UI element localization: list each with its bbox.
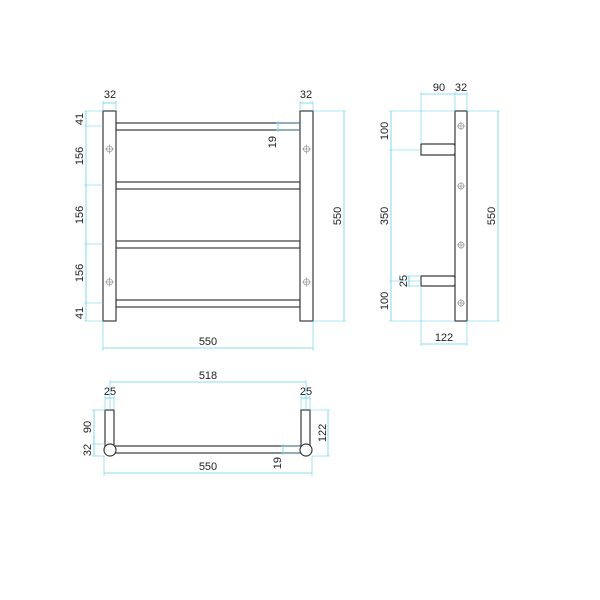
dim-label: 41 (74, 113, 86, 125)
right-post-plan (300, 409, 311, 447)
rail-2 (115, 181, 301, 190)
dim-label: 32 (82, 444, 94, 456)
left-post-plan (104, 409, 115, 447)
dim-label: 122 (317, 424, 329, 442)
dim-label: 550 (486, 207, 498, 225)
side-post (454, 110, 468, 322)
left-post (102, 110, 117, 322)
mounting-hole-icon (457, 299, 465, 307)
mounting-hole-icon (105, 277, 114, 287)
dim-label: 19 (272, 457, 284, 469)
dim-overall-depth: 122 (420, 286, 468, 346)
dim-label: 100 (379, 122, 391, 140)
dim-label: 25 (104, 386, 116, 398)
top-view: 518 25 25 90 32 122 (82, 370, 330, 476)
dim-rail-diameter: 19 (272, 444, 300, 469)
dim-rail-diameter: 19 (267, 121, 300, 148)
dim-left-post: 25 (104, 386, 116, 410)
dim-label: 100 (379, 292, 391, 310)
side-view: 90 32 100 350 100 25 550 (379, 82, 500, 346)
upper-bracket (420, 143, 457, 156)
right-post (299, 110, 314, 322)
dim-label: 350 (379, 207, 391, 225)
rails (115, 122, 301, 308)
dim-overall-height: 550 (467, 110, 500, 322)
rail-4 (115, 299, 301, 308)
dim-label: 156 (74, 147, 86, 165)
dim-projection-and-post: 90 32 (420, 82, 468, 144)
dim-right-post-width: 32 (299, 89, 314, 111)
dim-vertical-spacing: 41 156 156 156 41 (74, 110, 103, 322)
rail-3 (115, 240, 301, 249)
mounting-hole-icon (457, 241, 465, 249)
dim-label: 41 (74, 307, 86, 319)
dim-label: 90 (82, 421, 94, 433)
dim-overall-width: 550 (103, 456, 313, 476)
dim-label: 19 (267, 136, 279, 148)
left-post-end (103, 443, 117, 457)
right-post-end (299, 443, 313, 457)
mounting-hole-icon (302, 277, 311, 287)
dim-label: 518 (199, 370, 217, 382)
front-view: 32 32 19 41 156 156 156 (74, 89, 346, 351)
dim-label: 156 (74, 206, 86, 224)
dim-left-post-width: 32 (102, 89, 117, 111)
dim-right-post: 25 (300, 386, 312, 410)
dim-label: 550 (199, 461, 217, 473)
dim-label: 32 (300, 89, 312, 101)
dim-inner-width: 518 (109, 370, 307, 410)
dim-label: 32 (455, 82, 467, 94)
lower-bracket (420, 275, 457, 287)
mounting-hole-icons (457, 122, 465, 307)
dim-overall-width: 550 (102, 321, 314, 351)
mounting-hole-icon (105, 144, 114, 154)
dim-label: 550 (199, 336, 217, 348)
dim-overall-height: 550 (313, 110, 346, 322)
dim-label: 25 (300, 386, 312, 398)
mounting-hole-icon (457, 182, 465, 190)
top-rail (109, 445, 307, 454)
mounting-hole-icons (105, 144, 311, 287)
dim-overall-depth: 122 (310, 409, 330, 457)
dim-bracket-thickness: 25 (398, 275, 421, 287)
rail-1 (115, 122, 301, 131)
dim-label: 25 (398, 275, 410, 287)
dim-label: 32 (104, 89, 116, 101)
dim-label: 550 (332, 207, 344, 225)
dim-bracket-spacing: 100 350 100 (379, 110, 455, 322)
mounting-hole-icon (457, 122, 465, 130)
dim-label: 122 (435, 332, 453, 344)
dim-label: 90 (433, 82, 445, 94)
mounting-hole-icon (302, 144, 311, 154)
dim-label: 156 (74, 264, 86, 282)
dim-projection: 90 32 (82, 409, 105, 457)
